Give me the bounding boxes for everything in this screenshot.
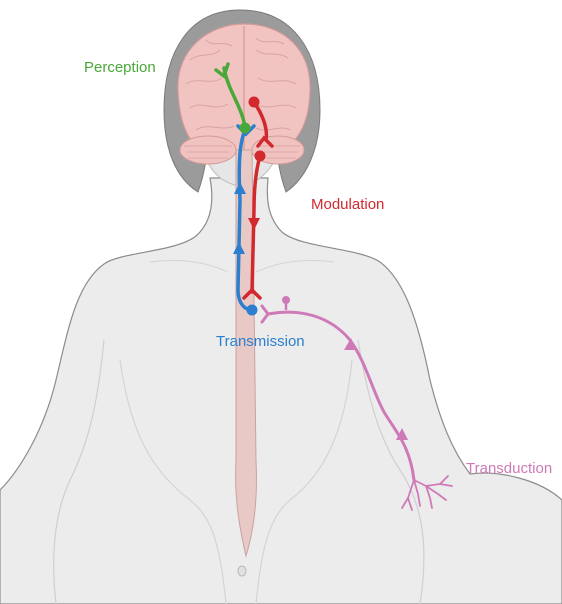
label-perception: Perception [84,59,156,77]
modulation-cell-dot-upper [249,97,260,108]
transmission-synapse-dot [247,305,258,316]
label-transduction: Transduction [466,460,552,478]
perception-cell-dot [240,123,251,134]
body-silhouette [0,178,562,604]
cerebellum [180,136,236,164]
transduction-cell-dot [282,296,290,304]
label-modulation: Modulation [311,196,384,214]
navel [238,566,246,576]
label-transmission: Transmission [216,333,305,351]
modulation-cell-dot-lower [255,151,266,162]
